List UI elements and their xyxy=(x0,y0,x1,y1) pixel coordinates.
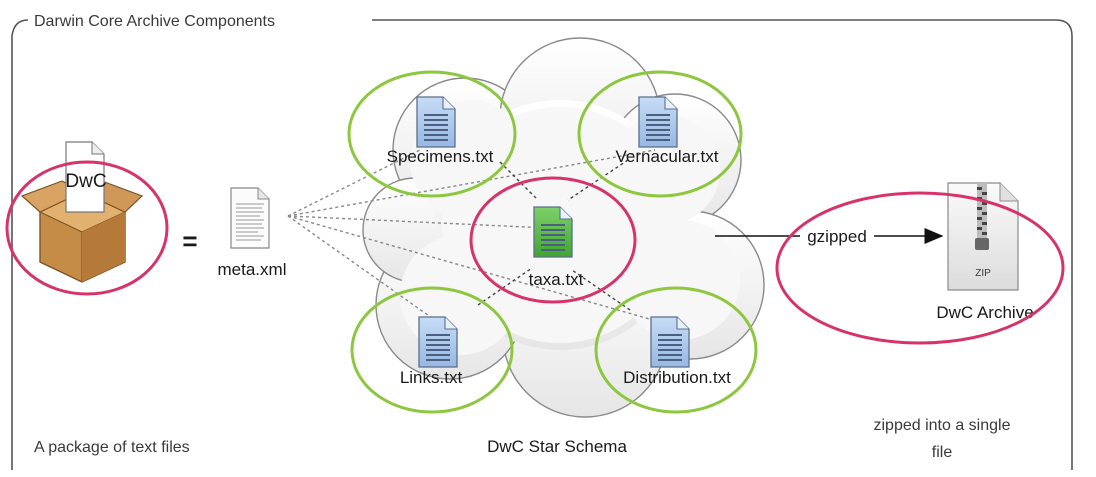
dwc-archive-label: DwC Archive xyxy=(936,303,1033,322)
vernacular-highlight xyxy=(577,70,743,198)
distribution-highlight xyxy=(594,286,758,414)
meta-xml-label: meta.xml xyxy=(218,260,287,279)
vernacular-label: Vernacular.txt xyxy=(615,147,718,166)
package-caption: A package of text files xyxy=(34,439,190,456)
taxa-label: taxa.txt xyxy=(529,270,584,289)
vernacular-doc-icon xyxy=(638,96,678,148)
star-links xyxy=(477,159,631,311)
links-highlight xyxy=(350,286,514,414)
equals-sign: = xyxy=(182,226,197,256)
zip-text: ZIP xyxy=(975,268,991,279)
core-highlights xyxy=(5,160,1065,345)
links-doc-icon xyxy=(418,316,458,368)
zip-archive-icon xyxy=(947,182,1019,291)
distribution-label: Distribution.txt xyxy=(623,368,731,387)
star-schema-caption: DwC Star Schema xyxy=(487,437,627,456)
dwc-document-icon xyxy=(65,141,105,213)
archive-highlight xyxy=(775,191,1065,345)
specimens-doc-icon xyxy=(416,96,456,148)
specimens-highlight xyxy=(347,70,517,198)
specimens-label: Specimens.txt xyxy=(387,147,494,166)
distribution-doc-icon xyxy=(650,316,690,368)
archive-caption-line1: zipped into a single xyxy=(874,417,1011,434)
dwc-label: DwC xyxy=(65,171,106,192)
group-border xyxy=(11,19,1073,470)
archive-caption-line2: file xyxy=(932,444,953,461)
taxa-highlight xyxy=(469,176,637,304)
taxa-doc-icon xyxy=(533,205,573,259)
links-label: Links.txt xyxy=(400,368,463,387)
group-title: Darwin Core Archive Components xyxy=(34,13,275,30)
meta-xml-icon xyxy=(230,187,270,249)
extension-highlights xyxy=(347,70,758,414)
package-highlight xyxy=(5,160,169,296)
meta-links xyxy=(287,149,661,323)
gzipped-label: gzipped xyxy=(807,227,867,246)
